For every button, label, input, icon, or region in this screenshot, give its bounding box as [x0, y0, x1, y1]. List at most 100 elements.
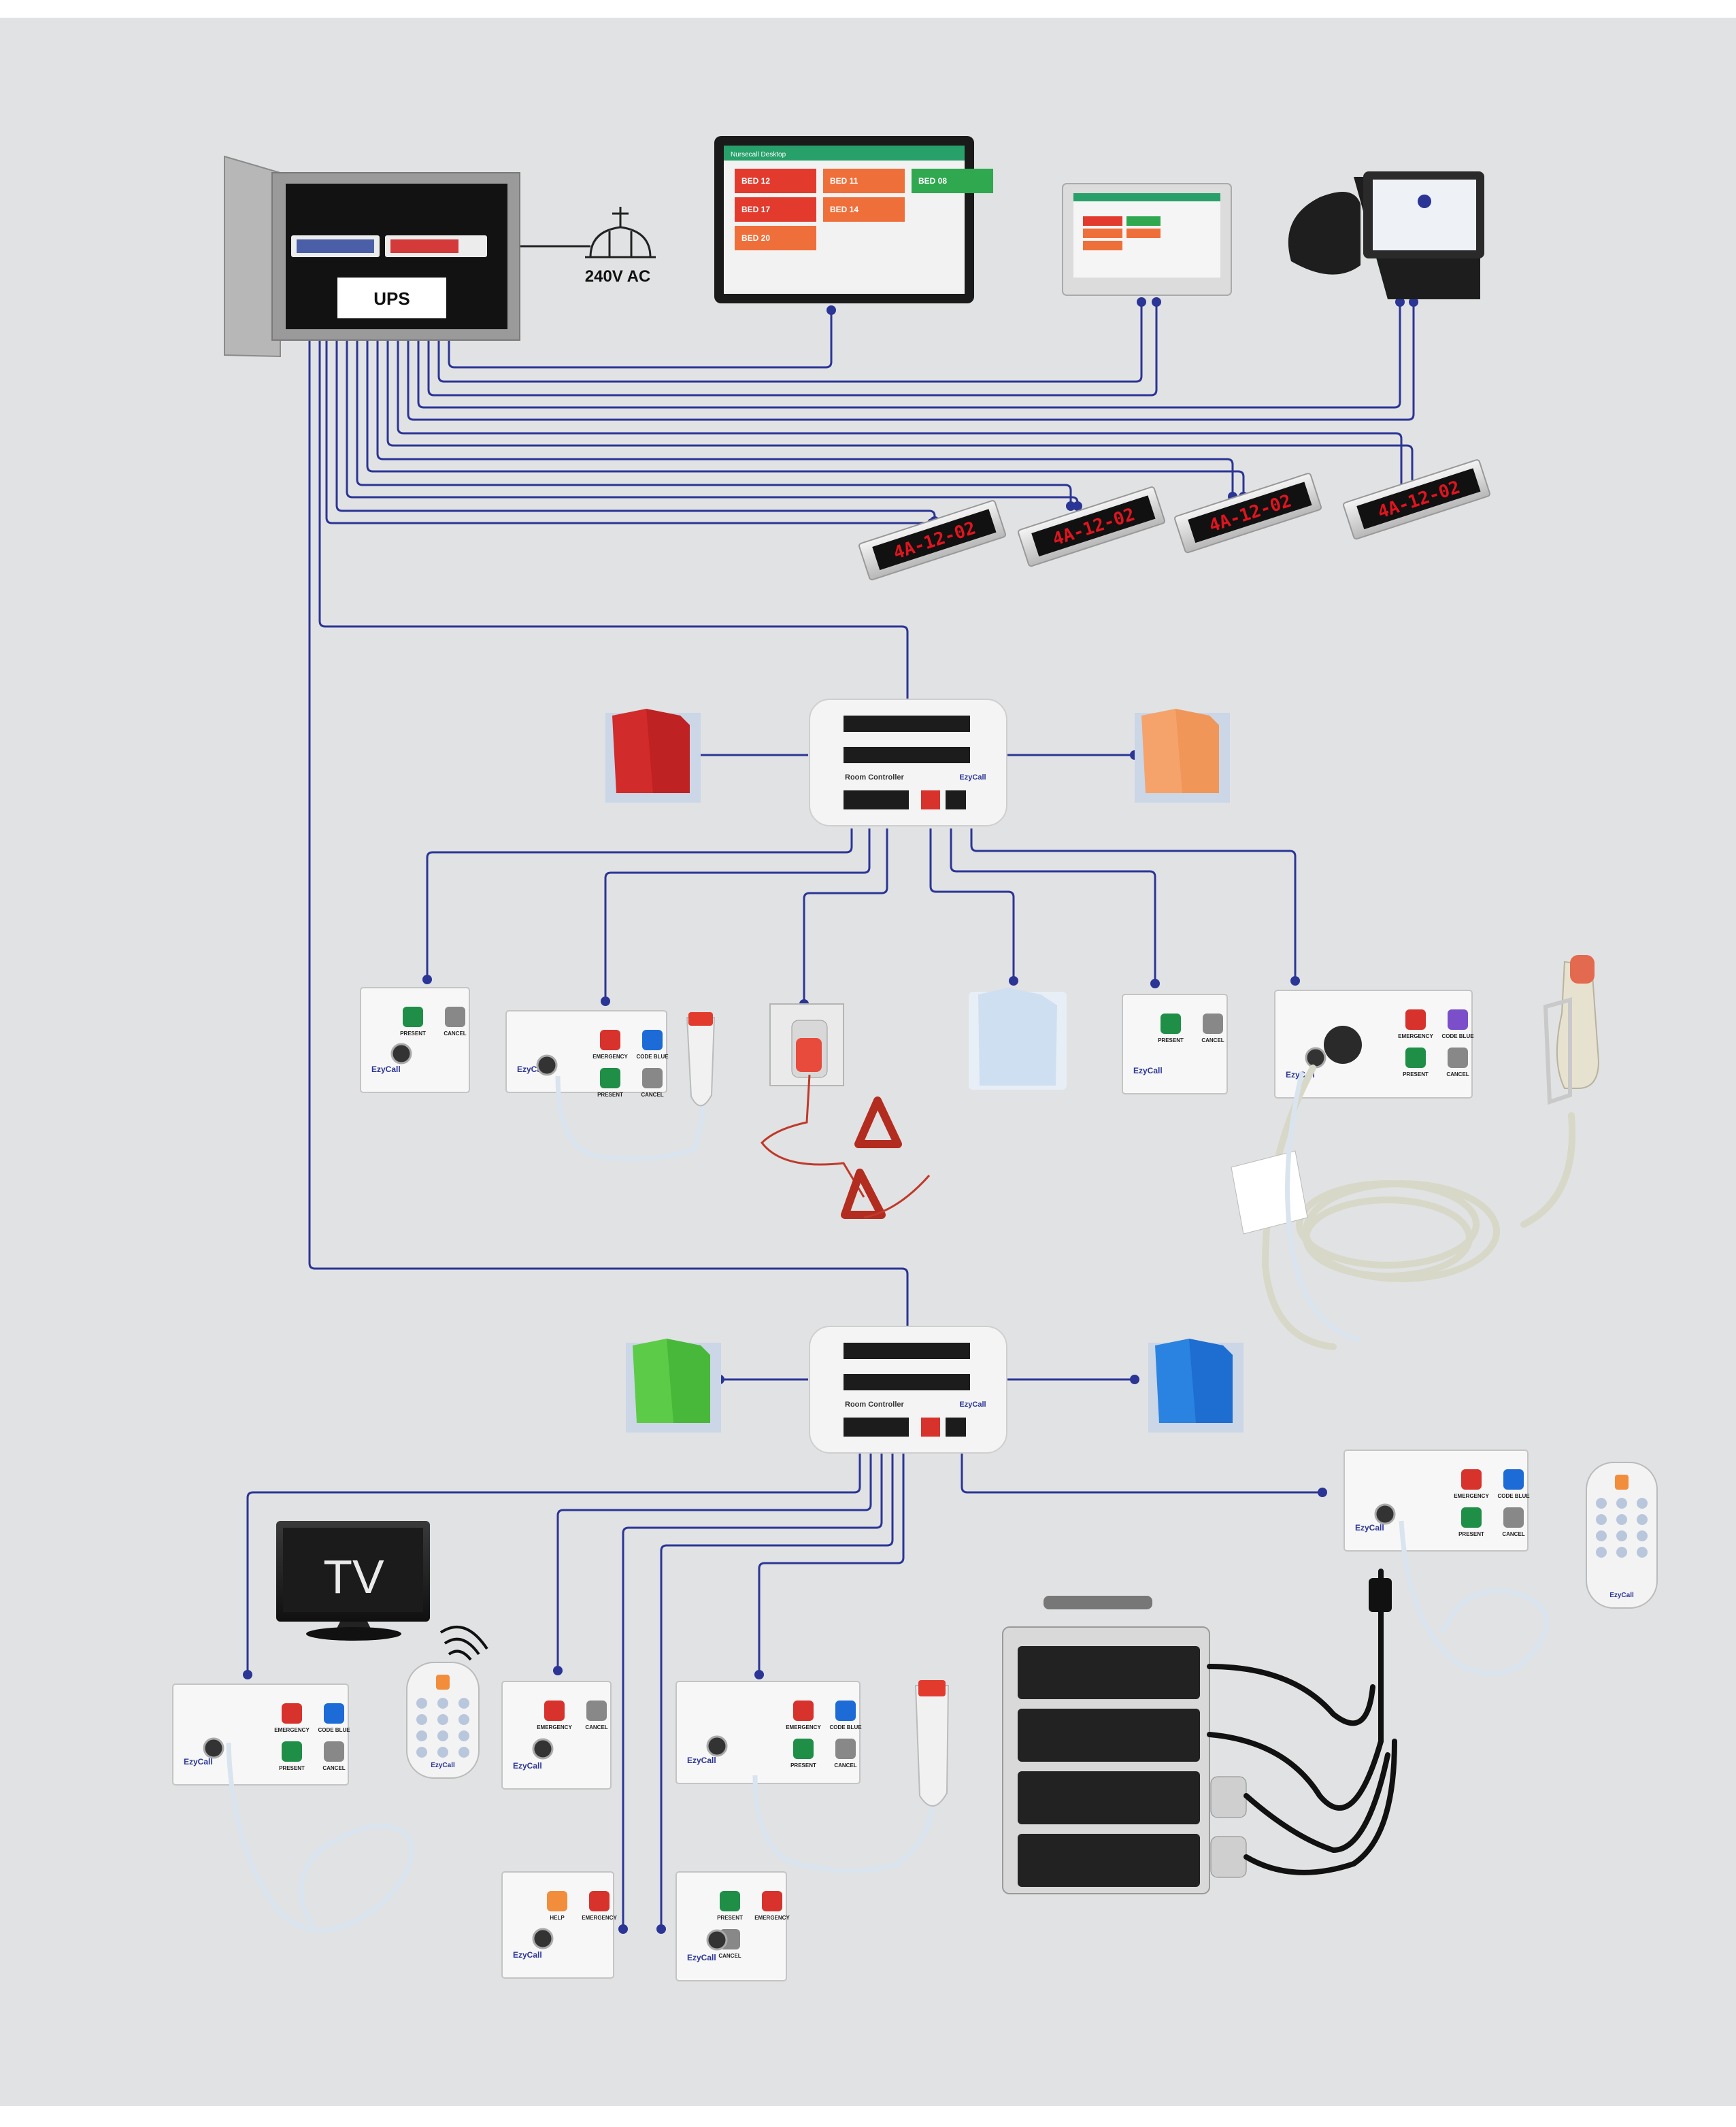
- power-supply-symbol: [585, 207, 656, 258]
- remote-key: [1637, 1514, 1648, 1525]
- dashboard-tile-bg: [912, 169, 993, 193]
- present-label: PRESENT: [279, 1765, 305, 1771]
- call-panel: EzyCall PRESENT CANCEL: [360, 987, 470, 1093]
- infusion-pump-stack: [1002, 1596, 1247, 1894]
- cable-tag: [1231, 1150, 1308, 1235]
- cancel-label: CANCEL: [1446, 1071, 1469, 1077]
- call-cord-socket: [1305, 1047, 1326, 1069]
- remote-call-button: [1615, 1475, 1629, 1490]
- call-cord-socket: [1374, 1503, 1396, 1525]
- wireless-signal-icon: [439, 1626, 488, 1661]
- emergency-label: EMERGENCY: [1454, 1493, 1489, 1499]
- power-label: 240V AC: [585, 267, 651, 286]
- led-display: 4A-12-02: [1018, 486, 1165, 567]
- remote-key: [437, 1698, 448, 1709]
- red-port: [921, 790, 940, 809]
- emergency-button: [589, 1891, 610, 1911]
- remote-key: [1616, 1498, 1627, 1509]
- panel-brand: EzyCall: [687, 1953, 716, 1962]
- help-button: [547, 1891, 567, 1911]
- cancel-label: CANCEL: [1201, 1037, 1224, 1043]
- present-button: [600, 1068, 620, 1088]
- dashboard-tile-bg: [823, 169, 905, 193]
- dashboard-tile: BED 17: [735, 197, 816, 222]
- cancel-label: CANCEL: [641, 1092, 663, 1098]
- network-port: [946, 790, 966, 809]
- present-button: [282, 1741, 302, 1762]
- code_blue-button: [324, 1703, 344, 1724]
- speaker-grille: [1324, 1026, 1362, 1064]
- room-controller-label: Room Controller: [845, 773, 904, 782]
- led-display-screen: [1031, 495, 1156, 557]
- brand-label: EzyCall: [959, 773, 986, 782]
- remote-key: [1637, 1547, 1648, 1558]
- call-cord-socket: [532, 1928, 554, 1949]
- dashboard-tiles: BED 12 BED 11 BED 08 BED 17 BED 14 BED 20: [735, 169, 993, 250]
- led-display: 4A-12-02: [1343, 459, 1490, 540]
- wiring: [246, 245, 1415, 1929]
- panel-faceplate: [1343, 1450, 1529, 1552]
- code_blue-button: [835, 1701, 856, 1721]
- call-cords: [226, 1071, 1549, 1933]
- cancel-button: [642, 1068, 663, 1088]
- present-label: PRESENT: [717, 1915, 743, 1921]
- cancel-label: CANCEL: [834, 1762, 856, 1769]
- call-cord-socket: [706, 1735, 728, 1757]
- cancel-button: [1503, 1507, 1524, 1528]
- present-button: [1461, 1507, 1482, 1528]
- code_blue-button: [1503, 1469, 1524, 1490]
- dashboard-tile-label: BED 14: [830, 205, 858, 214]
- corridor-lamp: [626, 1339, 721, 1433]
- remote-key: [1596, 1498, 1607, 1509]
- desk-station-tablet: [1062, 183, 1232, 296]
- code_blue-label: CODE BLUE: [636, 1054, 669, 1060]
- call-cord-socket: [390, 1043, 412, 1065]
- remote-key: [1616, 1514, 1627, 1525]
- dashboard-tile: BED 08: [912, 169, 993, 193]
- dashboard-tile: BED 11: [823, 169, 905, 193]
- dashboard-tile-bg: [823, 197, 905, 222]
- cancel-label: CANCEL: [1502, 1531, 1524, 1537]
- device-cables: [1207, 1569, 1397, 1875]
- emergency-button: [1461, 1469, 1482, 1490]
- remote-key: [416, 1698, 427, 1709]
- emergency-label: EMERGENCY: [754, 1915, 790, 1921]
- tv-label: TV: [323, 1550, 384, 1603]
- handheld-remote: EzyCall: [406, 1662, 480, 1779]
- emergency-label: EMERGENCY: [592, 1054, 628, 1060]
- cancel-label: CANCEL: [585, 1724, 607, 1730]
- led-display-screen: [1188, 482, 1312, 543]
- remote-key: [458, 1730, 469, 1741]
- emergency-label: EMERGENCY: [786, 1724, 821, 1730]
- panel-faceplate: [172, 1684, 349, 1786]
- cancel-label: CANCEL: [444, 1031, 466, 1037]
- lamp-diffuser-shade: [646, 709, 690, 793]
- dashboard-tile-label: BED 12: [741, 176, 770, 186]
- call-cord-socket: [536, 1054, 558, 1076]
- dashboard-tile-label: BED 20: [741, 233, 770, 243]
- call-cord-socket: [532, 1738, 554, 1760]
- present-label: PRESENT: [400, 1031, 426, 1037]
- coiled-handset-cable: [1261, 1065, 1576, 1350]
- dashboard-tile-label: BED 08: [918, 176, 947, 186]
- brand-label: EzyCall: [959, 1401, 986, 1409]
- pull-cord-unit: [761, 1003, 931, 1219]
- present-button: [1161, 1014, 1181, 1034]
- corridor-lamp: [1135, 709, 1230, 803]
- present-button: [720, 1891, 740, 1911]
- cancel-button: [1203, 1014, 1223, 1034]
- dashboard-tile: BED 12: [735, 169, 816, 193]
- panel-brand: EzyCall: [371, 1065, 401, 1074]
- emergency-button: [282, 1703, 302, 1724]
- help-label: HELP: [550, 1915, 565, 1921]
- call-cord-socket: [706, 1929, 728, 1951]
- dashboard-tile-bg: [735, 226, 816, 250]
- emergency-button: [600, 1030, 620, 1050]
- remote-brand: EzyCall: [431, 1762, 455, 1769]
